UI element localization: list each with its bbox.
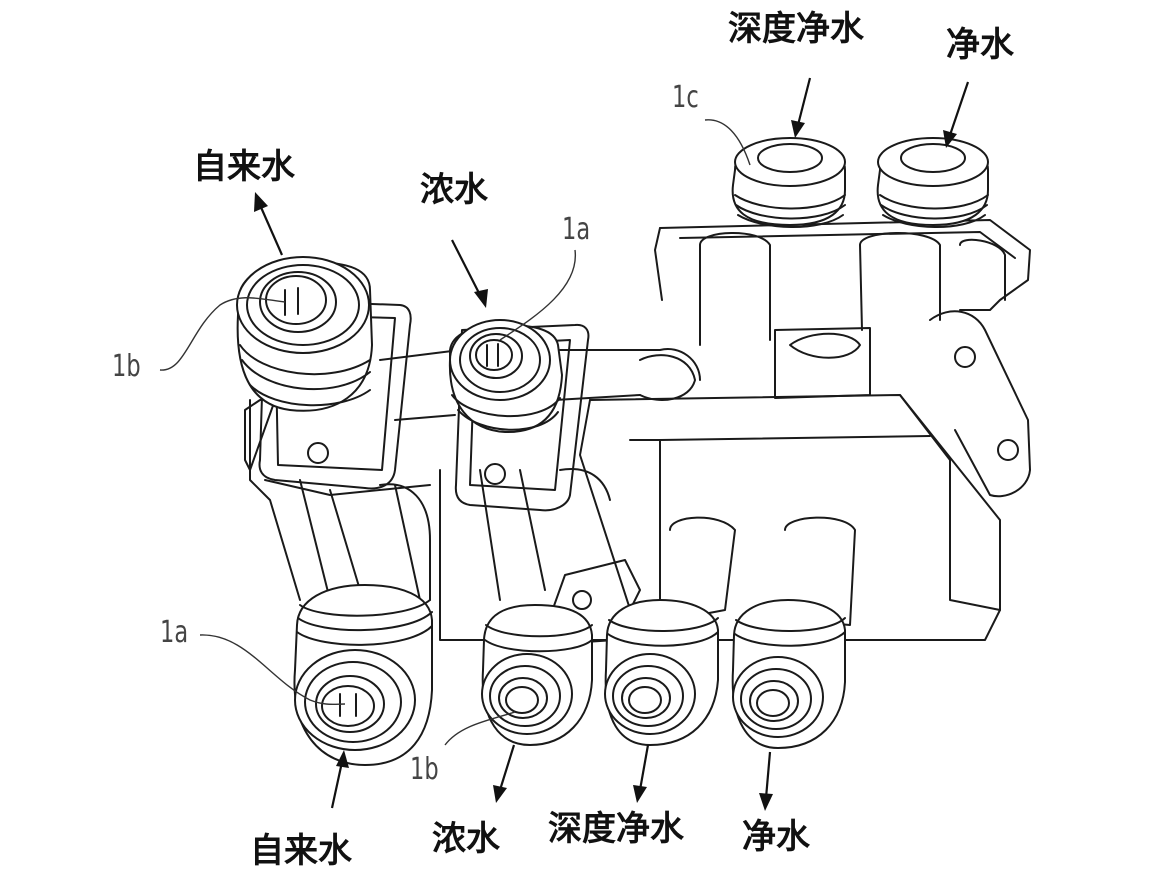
fitting-bottom-concentrate	[481, 603, 593, 747]
label-bottom-concentrate: 浓水	[432, 819, 500, 859]
label-bottom-deep-pure-water: 深度净水	[548, 809, 684, 849]
fitting-top-pure	[876, 137, 989, 228]
label-bottom-pure-water: 净水	[742, 817, 810, 857]
leader-1a-top	[499, 249, 576, 341]
arrow-bottom-pure	[759, 751, 773, 811]
left-housing	[244, 399, 621, 641]
leader-1a-left	[199, 634, 346, 706]
ref-1a-left: 1a	[160, 615, 189, 650]
arrow-bottom-deep-pure	[633, 744, 650, 803]
fitting-top-tap	[236, 256, 412, 490]
arrow-top-deep-pure	[791, 77, 812, 138]
ref-1b-bottom: 1b	[410, 752, 439, 787]
arrow-top-pure	[943, 81, 970, 148]
fitting-bottom-pure	[731, 598, 846, 750]
ref-1c: 1c	[672, 80, 699, 115]
label-top-deep-pure-water: 深度净水	[728, 9, 864, 49]
leader-1c	[704, 119, 751, 166]
leader-1b-bottom	[444, 711, 516, 746]
ref-1a-top: 1a	[562, 212, 591, 247]
fitting-top-concentrate	[448, 319, 590, 512]
label-top-concentrate: 浓水	[420, 170, 488, 210]
label-top-pure-water: 净水	[946, 25, 1014, 65]
main-housing	[379, 219, 1031, 641]
fitting-bottom-deep-pure	[604, 598, 719, 747]
leader-1b-left	[159, 297, 286, 371]
fitting-top-deep-pure	[731, 137, 846, 228]
label-top-tap-water: 自来水	[193, 147, 295, 187]
arrow-bottom-concentrate	[493, 744, 516, 803]
ref-1b-left: 1b	[112, 349, 141, 384]
arrow-top-concentrate	[451, 239, 488, 308]
label-bottom-tap-water: 自来水	[250, 831, 352, 871]
arrow-bottom-tap	[330, 750, 349, 809]
arrow-top-tap	[254, 192, 284, 256]
fitting-bottom-tap	[293, 583, 433, 767]
